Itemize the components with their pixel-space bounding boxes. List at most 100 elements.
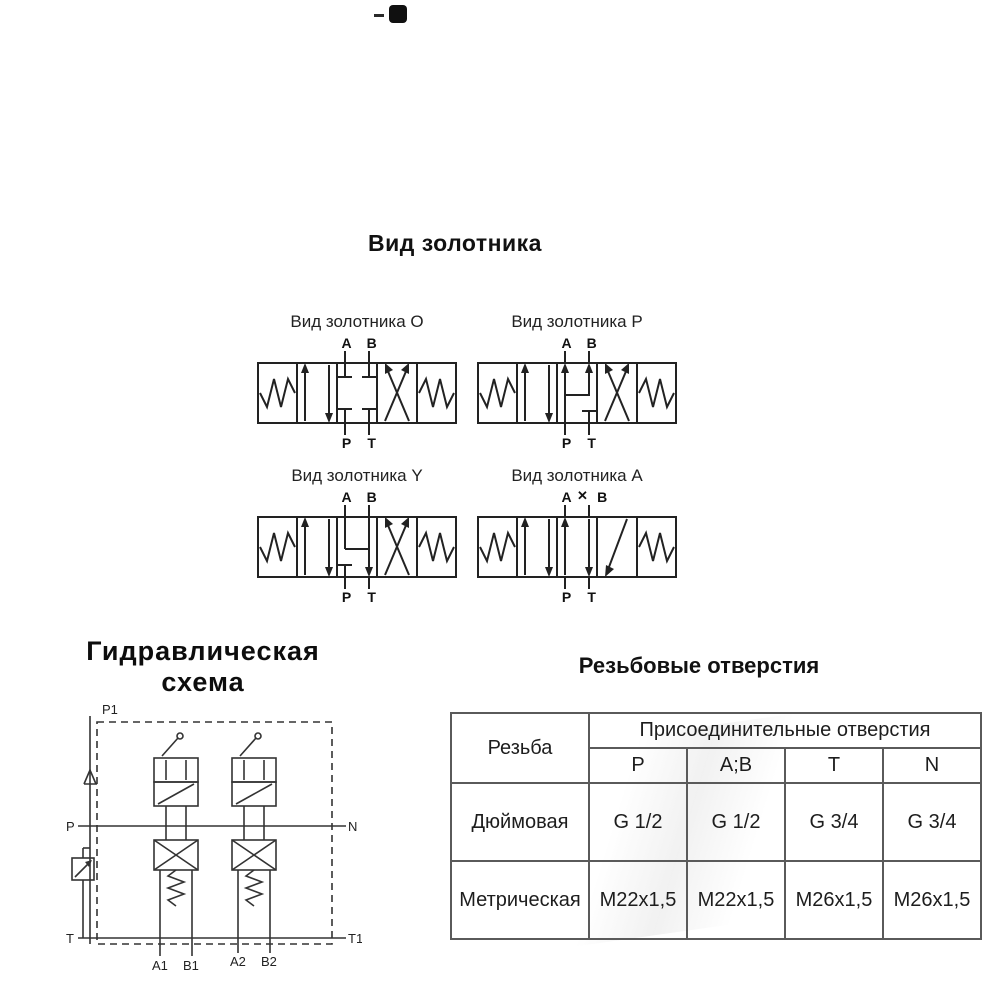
spool-view-o: Вид золотника O A B	[252, 312, 462, 451]
label-b2: B2	[261, 954, 277, 969]
table-row-metric: Метрическая M22x1,5 M22x1,5 M26x1,5 M26x…	[450, 860, 982, 940]
table-header-port-t: T	[784, 747, 884, 784]
spool-view-o-title: Вид золотника O	[290, 312, 424, 331]
port-a-label: A	[561, 335, 572, 351]
table-cell: M26x1,5	[784, 860, 884, 940]
port-stubs	[344, 351, 370, 435]
table-header-port-n: N	[882, 747, 982, 784]
check-valve-icon	[83, 767, 98, 785]
crossed-flow-arrows	[604, 363, 630, 422]
parallel-flow-arrows	[301, 363, 333, 423]
port-a-label: A	[341, 489, 352, 505]
scheme-boundary	[96, 721, 333, 945]
table-header-port-p: P	[588, 747, 688, 784]
bottom-ports: P T	[472, 435, 682, 451]
valve-section-2	[231, 732, 277, 953]
table-cell: M26x1,5	[882, 860, 982, 940]
logo-square-icon	[389, 5, 407, 23]
spring-left-icon	[259, 530, 296, 564]
table-cell: G 3/4	[882, 782, 982, 862]
hydraulic-scheme-title-line2: схема	[161, 667, 245, 698]
port-p-label: P	[561, 435, 572, 451]
port-p-label: P	[341, 435, 352, 451]
table-row-inch: Дюймовая G 1/2 G 1/2 G 3/4 G 3/4	[450, 782, 982, 862]
table-cell: G 1/2	[686, 782, 786, 862]
valve-symbol-p	[477, 351, 677, 435]
top-ports: A ✕ B	[472, 488, 682, 505]
valve-symbol-o	[257, 351, 457, 435]
spool-view-y-title: Вид золотника Y	[291, 466, 423, 485]
port-stubs	[564, 505, 590, 589]
port-t-label: T	[367, 435, 376, 451]
spring-left-icon	[479, 530, 516, 564]
port-p-label: P	[561, 589, 572, 605]
bottom-ports: P T	[472, 589, 682, 605]
port-b-label: B	[586, 335, 597, 351]
top-dash-mark	[374, 14, 384, 17]
row-name: Метрическая	[450, 860, 590, 940]
port-a-label: A	[561, 489, 572, 505]
port-b-label: B	[366, 335, 377, 351]
parallel-flow-arrows	[521, 363, 553, 423]
hydraulic-scheme-title-line1: Гидравлическая	[86, 636, 320, 666]
table-cell: G 3/4	[784, 782, 884, 862]
relief-valve-icon	[71, 847, 95, 938]
port-t-label: T	[587, 435, 596, 451]
spring-right-icon	[418, 376, 455, 410]
thread-table: Резьба Присоединительные отверстия P A;B…	[450, 712, 982, 940]
crossed-flow-arrows	[384, 517, 410, 576]
table-cell: G 1/2	[588, 782, 688, 862]
spool-view-y: Вид золотника Y A B	[252, 466, 462, 605]
p-center-symbol	[561, 363, 596, 423]
port-b-label: B	[366, 489, 377, 505]
spool-view-p: Вид золотника P A B	[472, 312, 682, 451]
label-b1: B1	[183, 958, 199, 973]
page-title: Вид золотника	[368, 230, 542, 256]
table-header-port-ab: A;B	[686, 747, 786, 784]
spool-view-a-title: Вид золотника A	[511, 466, 643, 485]
top-ports: A B	[472, 335, 682, 351]
top-ports: A B	[252, 335, 462, 351]
port-a-label: A	[341, 335, 352, 351]
hydraulic-scheme-title: Гидравлическая схема	[48, 636, 358, 698]
row-name: Дюймовая	[450, 782, 590, 862]
crossed-flow-arrows	[384, 363, 410, 422]
table-header-group: Присоединительные отверстия	[588, 712, 982, 749]
valve-symbol-a	[477, 505, 677, 589]
thread-table-container: Резьба Присоединительные отверстия P A;B…	[450, 712, 982, 940]
label-p1: P1	[102, 702, 118, 717]
spring-icon	[243, 869, 265, 907]
label-a1: A1	[152, 958, 168, 973]
port-stubs	[344, 505, 370, 589]
port-p-label: P	[341, 589, 352, 605]
bottom-ports: P T	[252, 589, 462, 605]
port-b-label: B	[597, 489, 608, 505]
bottom-ports: P T	[252, 435, 462, 451]
thread-table-title: Резьбовые отверстия	[578, 653, 820, 678]
label-t1: T1	[348, 931, 362, 946]
table-cell: M22x1,5	[588, 860, 688, 940]
spring-icon	[165, 869, 187, 907]
spool-view-a: Вид золотника A A ✕ B	[472, 466, 682, 605]
label-t: T	[66, 931, 74, 946]
label-a2: A2	[230, 954, 246, 969]
spring-right-icon	[418, 530, 455, 564]
port-t-label: T	[587, 589, 596, 605]
table-cell: M22x1,5	[686, 860, 786, 940]
hydraulic-scheme-diagram: P1 P N T T1	[66, 702, 362, 973]
table-header-thread: Резьба	[450, 712, 590, 784]
port-stubs	[564, 351, 590, 435]
y-center-symbol	[338, 517, 373, 577]
valve-symbol-y	[257, 505, 457, 589]
parallel-flow-arrows	[521, 517, 553, 577]
spring-left-icon	[259, 376, 296, 410]
parallel-flow-arrows	[301, 517, 333, 577]
spring-right-icon	[638, 376, 675, 410]
port-t-label: T	[367, 589, 376, 605]
single-diagonal-arrow	[605, 518, 628, 577]
blocked-port-icon: ✕	[577, 488, 588, 503]
spool-view-p-title: Вид золотника P	[511, 312, 643, 331]
straight-center-symbol	[561, 517, 593, 577]
closed-center-symbol	[338, 363, 376, 423]
